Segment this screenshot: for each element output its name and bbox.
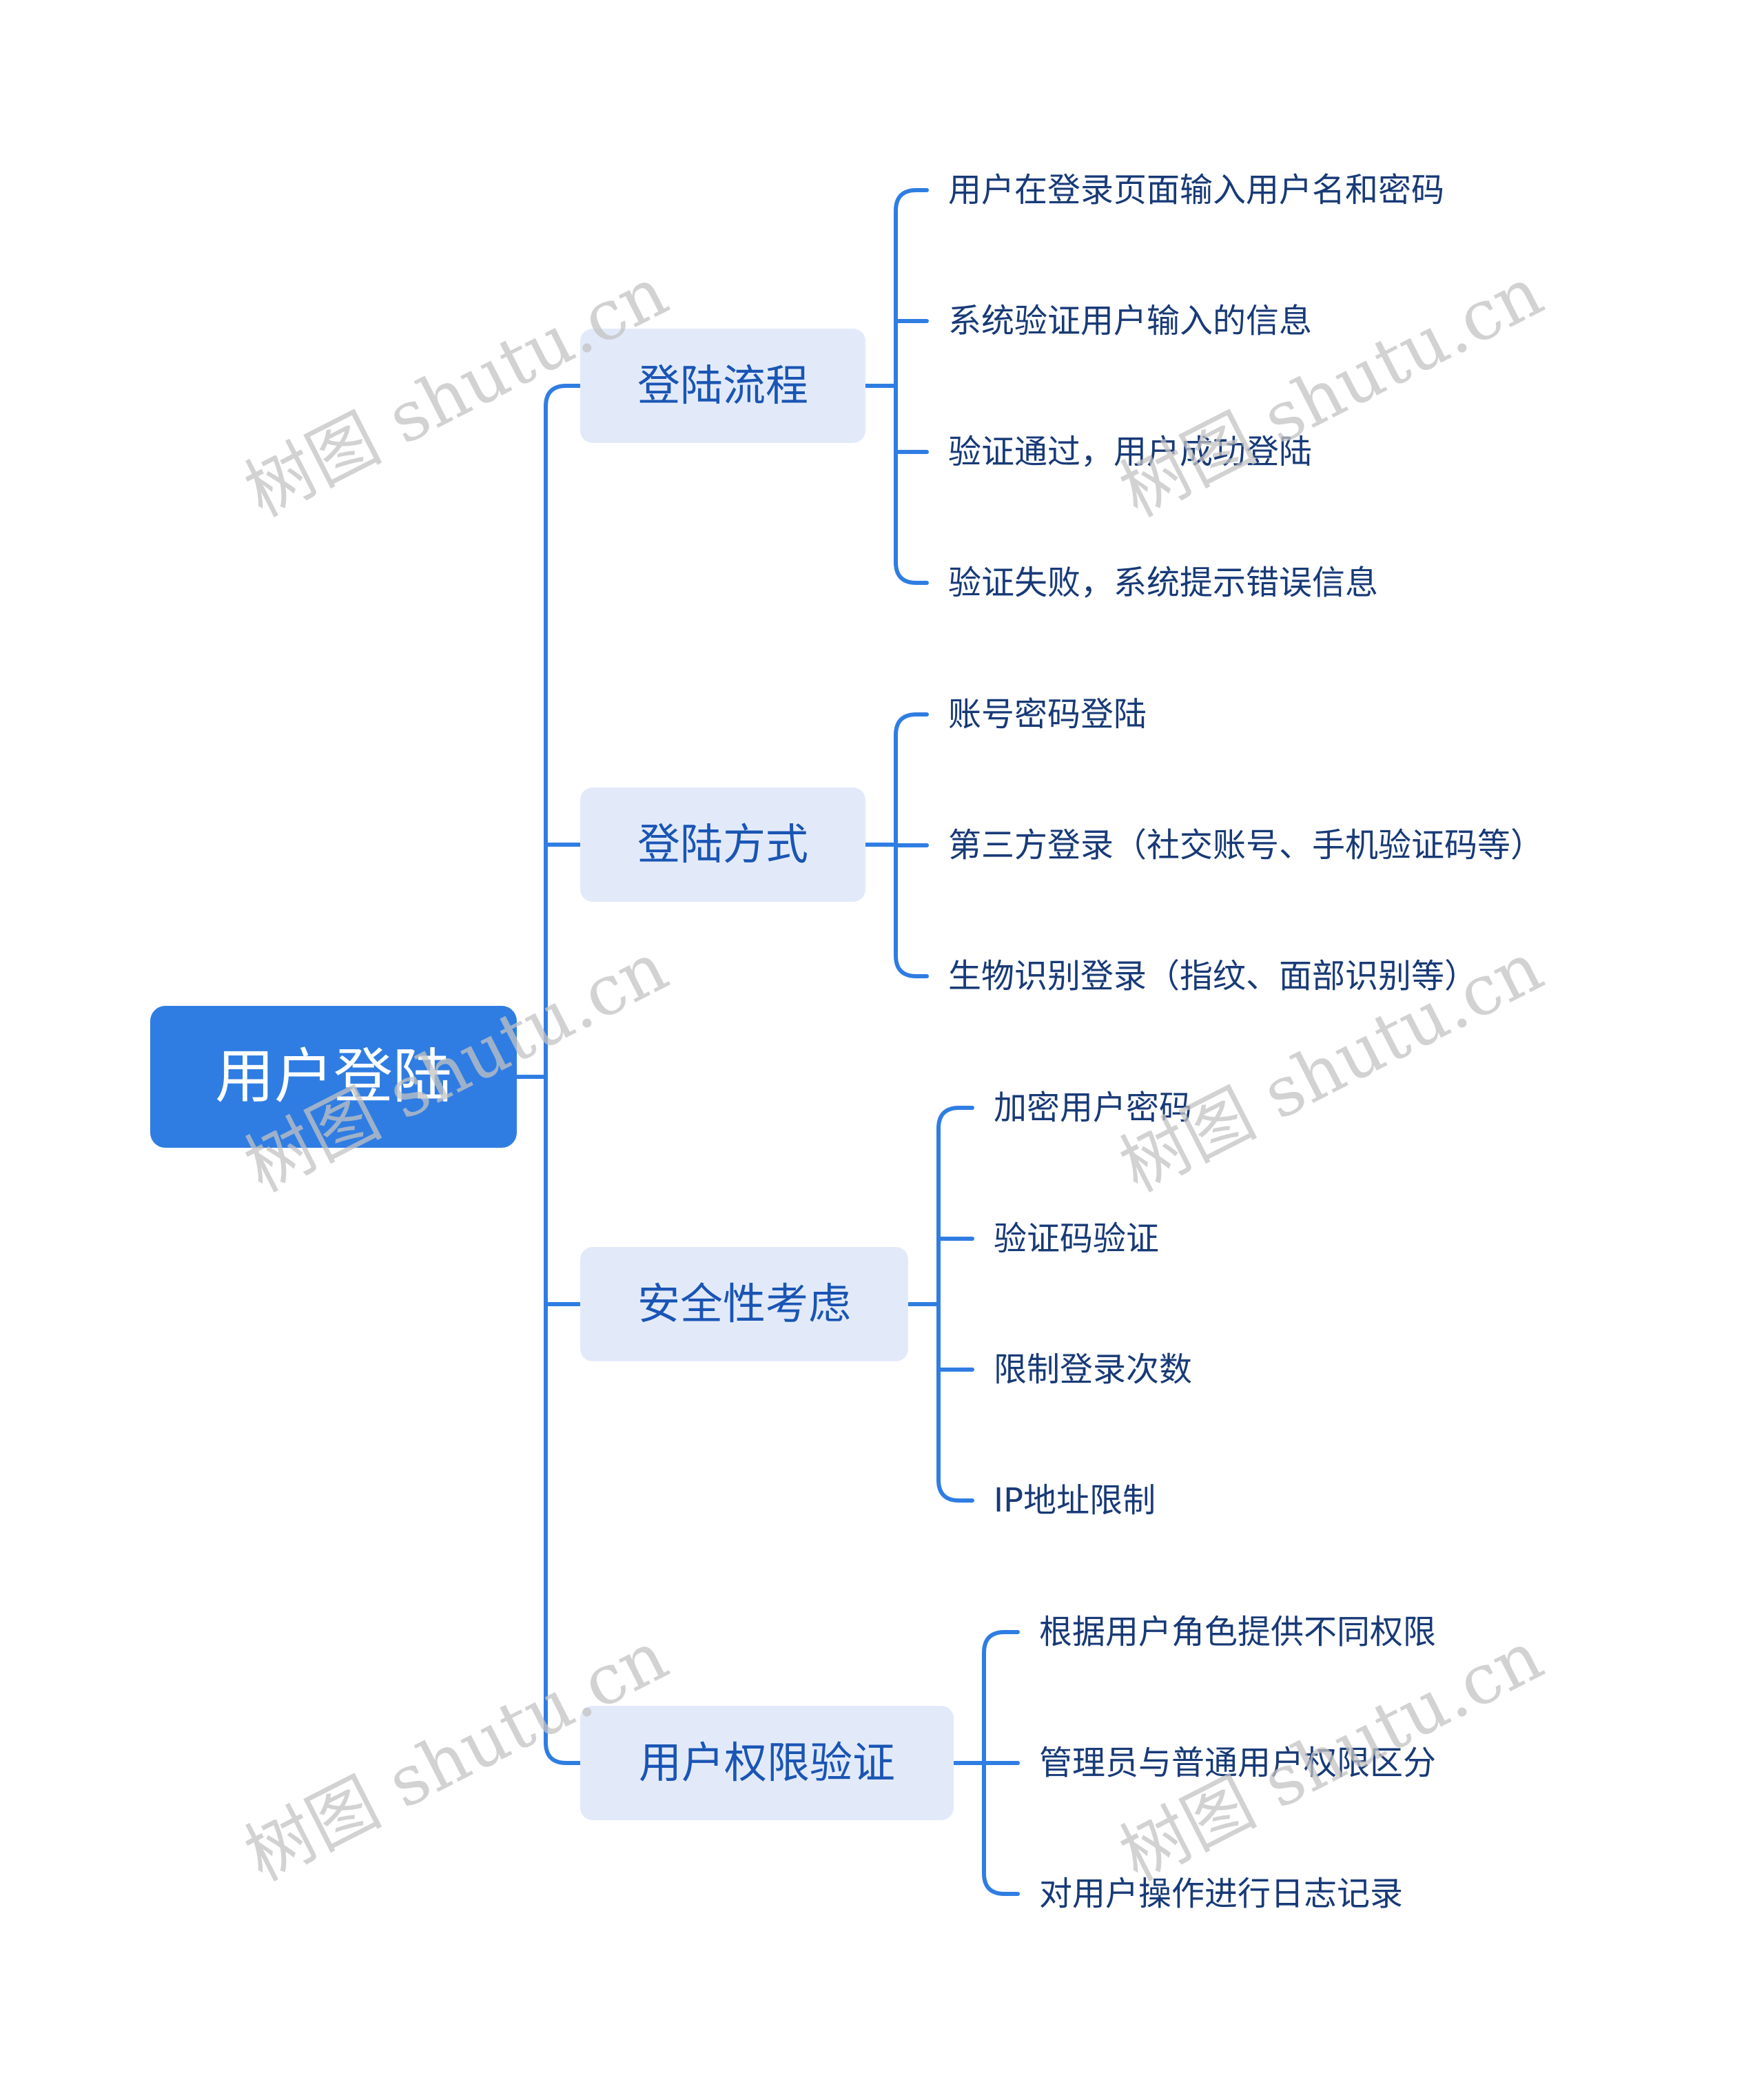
leaf-item[interactable]: 验证通过，用户成功登陆 <box>948 433 1313 471</box>
root-connector-branch-0 <box>544 384 582 409</box>
leaf-item[interactable]: 验证码验证 <box>994 1219 1160 1258</box>
branch-connector-0-branch-3 <box>894 560 929 585</box>
leaf-item[interactable]: 限制登录次数 <box>994 1350 1193 1389</box>
branch-node-login-flow[interactable]: 登陆流程 <box>580 329 865 443</box>
root-connector-branch-3 <box>544 1740 582 1765</box>
branch-connector-1-branch-2 <box>894 953 929 978</box>
leaf-item[interactable]: 根据用户角色提供不同权限 <box>1039 1613 1437 1651</box>
leaf-item[interactable]: 加密用户密码 <box>994 1089 1193 1127</box>
leaf-item[interactable]: 用户在登录页面输入用户名和密码 <box>948 171 1445 209</box>
branch-connector-2-branch-0 <box>936 1106 974 1131</box>
leaf-item[interactable]: 系统验证用户输入的信息 <box>948 302 1313 340</box>
leaf-item[interactable]: 账号密码登陆 <box>948 695 1147 734</box>
leaf-item[interactable]: 生物识别登录（指纹、面部识别等） <box>948 957 1478 996</box>
root-node[interactable]: 用户登陆 <box>150 1006 517 1148</box>
branch-node-security[interactable]: 安全性考虑 <box>580 1247 908 1361</box>
branch-connector-2-branch-3 <box>936 1478 974 1503</box>
branch-connector-0-branch-0 <box>894 188 929 213</box>
branch-node-permissions[interactable]: 用户权限验证 <box>580 1706 954 1820</box>
leaf-item[interactable]: 验证失败，系统提示错误信息 <box>948 564 1379 602</box>
branch-connector-1-branch-0 <box>894 712 929 737</box>
branch-node-login-methods[interactable]: 登陆方式 <box>580 787 865 902</box>
leaf-item[interactable]: IP地址限制 <box>994 1481 1156 1520</box>
leaf-item[interactable]: 管理员与普通用户权限区分 <box>1039 1744 1437 1782</box>
leaf-item[interactable]: 对用户操作进行日志记录 <box>1039 1875 1404 1913</box>
branch-connector-3-branch-0 <box>982 1630 1020 1655</box>
branch-connector-3-branch-2 <box>982 1871 1020 1896</box>
leaf-item[interactable]: 第三方登录（社交账号、手机验证码等） <box>948 826 1544 865</box>
